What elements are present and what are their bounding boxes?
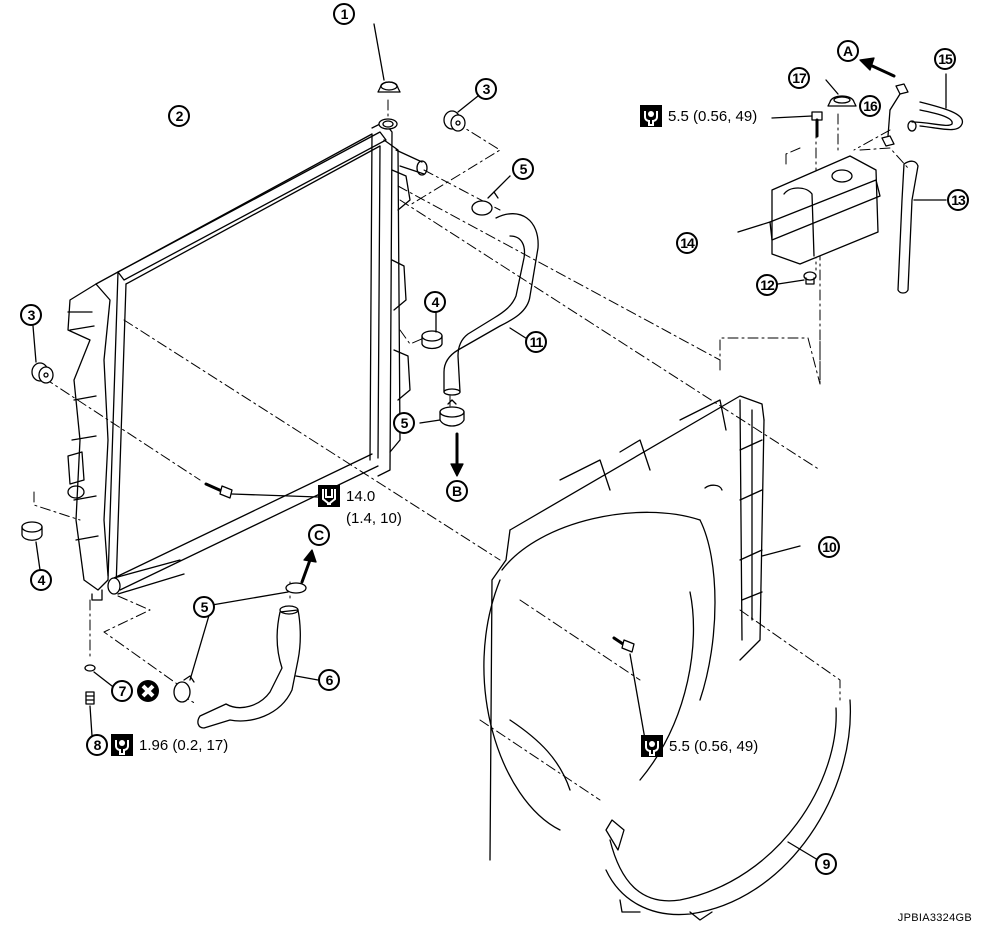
- callout-10: 10: [818, 536, 840, 558]
- mount-grommet-left: [21, 521, 43, 571]
- torque-value: 14.0: [346, 487, 376, 505]
- callout-7: 7: [111, 680, 133, 702]
- hose-clamp-reservoir: [881, 83, 909, 147]
- torque-drain-plug: 1.96 (0.2, 17): [111, 734, 228, 756]
- o-ring: [84, 664, 113, 687]
- callout-9: 9: [815, 853, 837, 875]
- callout-8: 8: [86, 734, 108, 756]
- direction-marker-c: C: [308, 524, 330, 546]
- reservoir-hose: [907, 73, 963, 132]
- fan-shroud: [483, 395, 801, 861]
- torque-wrench-icon: [640, 105, 662, 127]
- direction-marker-b: B: [446, 480, 468, 502]
- mount-grommet-right: [421, 311, 443, 350]
- callout-11: 11: [525, 331, 547, 353]
- torque-value: 5.5 (0.56, 49): [668, 107, 758, 125]
- callout-5-upper: 5: [512, 158, 534, 180]
- callout-3-lower: 3: [20, 304, 42, 326]
- callout-14: 14: [676, 232, 698, 254]
- callout-4-right: 4: [424, 291, 446, 313]
- figure-code: JPBIA3324GB: [897, 912, 972, 924]
- torque-value: 5.5 (0.56, 49): [669, 737, 759, 755]
- callout-6: 6: [318, 669, 340, 691]
- shroud-bolt: [612, 636, 647, 746]
- callout-13: 13: [947, 189, 969, 211]
- torque-spanner-icon: [318, 485, 340, 507]
- mount-bushing-lower: [31, 325, 54, 384]
- reservoir-tank: [737, 155, 881, 265]
- overflow-hose: [897, 160, 947, 294]
- callout-4-left: 4: [30, 569, 52, 591]
- callout-3-upper: 3: [475, 78, 497, 100]
- hose-clamp-mid: [419, 399, 465, 427]
- torque-radiator-bolt: 14.0: [318, 485, 375, 507]
- radiator-cap: [373, 23, 401, 93]
- callout-1: 1: [333, 3, 355, 25]
- callout-16: 16: [859, 95, 881, 117]
- torque-reservoir-bolt: 5.5 (0.56, 49): [640, 105, 757, 127]
- callout-17: 17: [788, 67, 810, 89]
- arrow-to-C: [300, 549, 317, 584]
- torque-wrench-icon: [641, 735, 663, 757]
- drain-plug: [85, 691, 95, 737]
- radiator-bolt: [204, 482, 319, 499]
- radiator: [67, 118, 428, 601]
- do-not-reuse-icon: [137, 680, 159, 702]
- reservoir-cap: [825, 79, 857, 107]
- reservoir-grommet: [777, 271, 817, 285]
- torque-shroud-bolt: 5.5 (0.56, 49): [641, 735, 758, 757]
- callout-12: 12: [756, 274, 778, 296]
- hose-clamp-lower-b: [173, 611, 211, 703]
- hose-clamp-upper: [471, 175, 511, 216]
- direction-marker-a: A: [837, 40, 859, 62]
- upper-radiator-hose: [443, 213, 539, 396]
- arrow-to-A: [859, 57, 896, 78]
- callout-5-lower: 5: [193, 596, 215, 618]
- mount-bushing-upper: [443, 95, 479, 132]
- lower-fan-shroud: [605, 699, 851, 921]
- callout-15: 15: [934, 48, 956, 70]
- torque-wrench-icon: [111, 734, 133, 756]
- torque-value: 1.96 (0.2, 17): [139, 736, 229, 754]
- assembly-lines: [33, 99, 909, 801]
- lower-radiator-hose: [197, 605, 319, 729]
- hose-clamp-lower-a: [211, 582, 307, 606]
- callout-5-mid: 5: [393, 412, 415, 434]
- reservoir-bolt: [771, 111, 823, 138]
- callout-2: 2: [168, 105, 190, 127]
- torque-radiator-bolt-units: (1.4, 10): [346, 510, 402, 527]
- arrow-to-B: [450, 432, 464, 477]
